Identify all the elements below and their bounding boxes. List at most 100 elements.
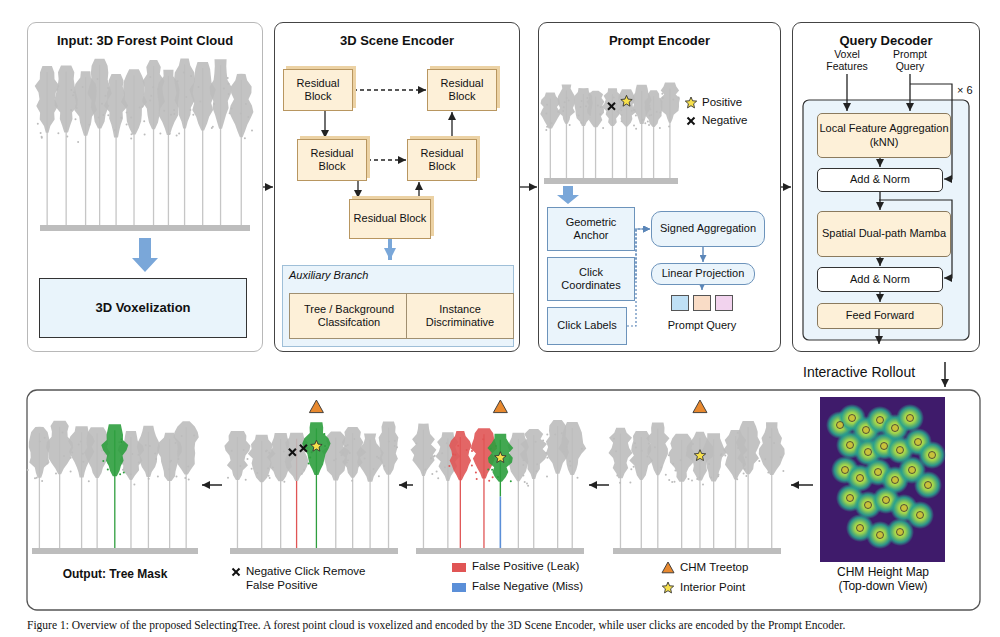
treetop-marker <box>892 425 899 432</box>
stage-panel: Input: 3D Forest Point Cloud3D Voxelizat… <box>27 22 263 352</box>
foliage-dot <box>150 95 152 97</box>
foliage-dot <box>580 122 582 124</box>
figure-caption: Figure 1: Overview of the proposed Selec… <box>27 619 845 631</box>
stage-panel: Query DecoderLocal Feature Aggregation (… <box>792 22 980 352</box>
foliage-dot <box>223 87 225 89</box>
treetop-marker <box>863 427 870 434</box>
foliage-dot <box>780 456 782 458</box>
foliage-dot <box>72 94 74 96</box>
foliage-dot <box>185 96 187 98</box>
foliage-dot <box>82 86 84 88</box>
foliage-dot <box>674 470 676 472</box>
residual-block: Residual Block <box>297 139 367 181</box>
foliage-dot <box>269 477 271 479</box>
tree-crown <box>645 90 663 127</box>
ground <box>40 225 250 231</box>
foliage-dot <box>251 468 253 470</box>
foliage-dot <box>546 104 548 106</box>
foliage-dot <box>175 442 177 444</box>
treetop-marker <box>837 422 844 429</box>
connector <box>520 186 537 187</box>
foliage-dot <box>303 469 305 471</box>
treetop-marker <box>875 469 882 476</box>
ground <box>416 548 584 554</box>
treetop-marker <box>847 495 854 502</box>
process-box: Local Feature Aggregation (kNN) <box>817 113 951 158</box>
foliage-dot <box>581 448 583 450</box>
foliage-dot <box>647 121 649 123</box>
foliage-dot <box>585 105 587 107</box>
foliage-dot <box>187 466 189 468</box>
foliage-dot <box>674 481 676 483</box>
tree-crown <box>646 422 669 475</box>
treetop-marker <box>892 477 899 484</box>
treetop-marker <box>857 475 864 482</box>
foliage-dot <box>578 115 580 117</box>
foliage-dot <box>63 455 65 457</box>
process-box: Tree / Background Classifcation <box>289 293 409 339</box>
foliage-dot <box>482 438 484 440</box>
cross-symbol <box>688 118 695 125</box>
height-blob <box>914 471 942 499</box>
star-symbol <box>694 450 705 461</box>
foliage-dot <box>283 451 285 453</box>
foliage-dot <box>154 452 156 454</box>
box-label: Click Labels <box>557 319 616 332</box>
foliage-dot <box>142 105 144 107</box>
foliage-dot <box>551 122 553 124</box>
foliage-dot <box>101 103 103 105</box>
panel-title: Prompt Encoder <box>539 33 780 49</box>
tree-crown <box>759 422 785 475</box>
query-token <box>671 295 689 311</box>
foliage-dot <box>247 116 249 118</box>
foliage-dot <box>561 432 563 434</box>
annotation: × 6 <box>957 84 973 97</box>
foliage-dot <box>157 476 159 478</box>
foliage-dot <box>168 468 170 470</box>
foliage-dot <box>70 109 72 111</box>
query-token <box>715 295 733 311</box>
foliage-dot <box>169 461 171 463</box>
foliage-dot <box>170 114 172 116</box>
foliage-dot <box>88 480 90 482</box>
foliage-dot <box>696 478 698 480</box>
box-label: Residual Block <box>298 147 366 173</box>
cross-symbol <box>289 449 296 456</box>
foliage-dot <box>107 114 109 116</box>
foliage-dot <box>159 133 161 135</box>
foliage-dot <box>648 443 650 445</box>
foliage-dot <box>324 445 326 447</box>
treetop-marker <box>901 505 908 512</box>
treetop-marker <box>877 532 884 539</box>
box-label: Residual Block <box>428 77 496 103</box>
foliage-dot <box>163 110 165 112</box>
foliage-dot <box>720 454 722 456</box>
treetop-marker <box>925 482 932 489</box>
connector <box>879 192 880 210</box>
foliage-dot <box>121 438 123 440</box>
foliage-dot <box>718 474 720 476</box>
foliage-dot <box>396 446 398 448</box>
ground <box>230 548 398 554</box>
foliage-dot <box>272 467 274 469</box>
foliage-dot <box>644 122 646 124</box>
foliage-dot <box>743 463 745 465</box>
foliage-dot <box>635 447 637 449</box>
treetop-marker <box>865 502 872 509</box>
foliage-dot <box>615 104 617 106</box>
foliage-dot <box>41 136 43 138</box>
cross-symbol <box>300 445 307 452</box>
foliage-dot <box>133 484 135 486</box>
foliage-dot <box>149 76 151 78</box>
foliage-dot <box>82 453 84 455</box>
treetop-marker <box>877 417 884 424</box>
foliage-dot <box>114 129 116 131</box>
tree-crown <box>55 66 78 133</box>
foliage-dot <box>394 440 396 442</box>
foliage-dot <box>245 479 247 481</box>
foliage-dot <box>635 114 637 116</box>
foliage-dot <box>283 481 285 483</box>
foliage-dot <box>335 458 337 460</box>
foliage-dot <box>568 100 570 102</box>
foliage-dot <box>659 127 661 129</box>
